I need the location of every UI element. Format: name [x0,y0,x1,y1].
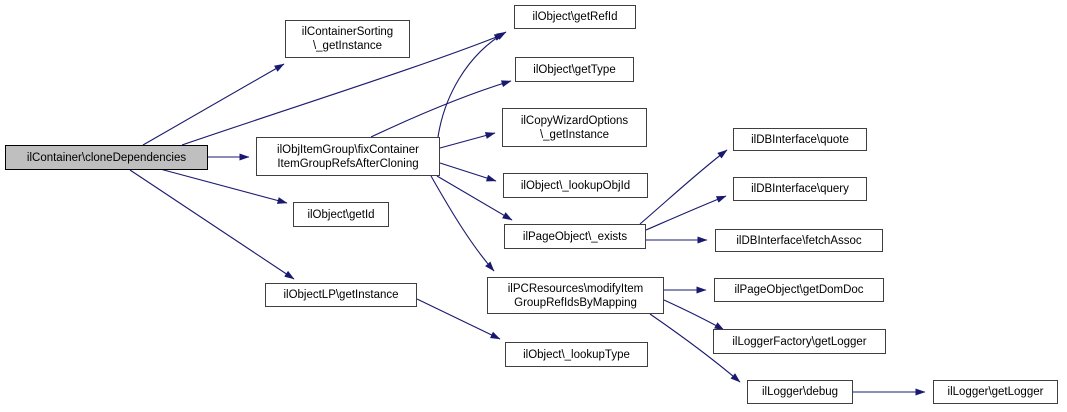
edge-ilObjItemGroup-fixContainerItemGroupRefsAfterCloning--ilCopyWizardOptions-getInstance [439,132,496,149]
node-ilObject-getRefId[interactable]: ilObject\getRefId [514,5,636,29]
node-ilObject-lookupObjId[interactable]: ilObject\_lookupObjId [503,173,648,198]
edge-ilObjItemGroup-fixContainerItemGroupRefsAfterCloning--ilPCResources-modifyItemGroupRefIdsByMapping [430,175,495,272]
node-ilPageObject-getDomDoc[interactable]: ilPageObject\getDomDoc [714,278,884,302]
node-ilObjItemGroup-fixContainerItemGroupRefsAfterCloning[interactable]: ilObjItemGroup\fixContainer ItemGroupRef… [256,137,440,176]
node-ilDBInterface-fetchAssoc[interactable]: ilDBInterface\fetchAssoc [715,229,883,252]
node-ilObjectLP-getInstance[interactable]: ilObjectLP\getInstance [265,283,417,307]
edge-ilObjItemGroup-fixContainerItemGroupRefsAfterCloning--ilObject-getType [370,80,512,138]
node-ilContainer-cloneDependencies[interactable]: ilContainer\cloneDependencies [5,145,208,170]
edge-ilContainer-cloneDependencies--ilContainerSorting-getInstance [142,63,285,146]
node-ilContainerSorting-getInstance[interactable]: ilContainerSorting \_getInstance [285,20,410,58]
edge-ilObjItemGroup-fixContainerItemGroupRefsAfterCloning--ilObject-getRefId [437,31,507,138]
node-ilObject-getType[interactable]: ilObject\getType [515,57,634,82]
edge-ilObjItemGroup-fixContainerItemGroupRefsAfterCloning--ilPageObject-exists [436,175,513,221]
edge-ilObjItemGroup-fixContainerItemGroupRefsAfterCloning--ilObject-lookupObjId [439,162,497,182]
node-ilObject-lookupType[interactable]: ilObject\_lookupType [505,342,648,367]
node-ilObject-getId[interactable]: ilObject\getId [293,202,389,227]
node-ilDBInterface-query[interactable]: ilDBInterface\query [733,177,867,201]
edge-ilPageObject-exists--ilDBInterface-quote [639,149,728,225]
edge-ilContainer-cloneDependencies--ilObjectLP-getInstance [129,169,295,280]
edge-ilPageObject-exists--ilDBInterface-query [645,195,727,231]
node-ilPCResources-modifyItemGroupRefIdsByMapping[interactable]: ilPCResources\modifyItem GroupRefIdsByMa… [487,277,664,314]
node-ilDBInterface-quote[interactable]: ilDBInterface\quote [733,128,867,151]
node-ilCopyWizardOptions-getInstance[interactable]: ilCopyWizardOptions \_getInstance [502,108,647,147]
node-ilLoggerFactory-getLogger[interactable]: ilLoggerFactory\getLogger [713,329,886,354]
node-ilLogger-getLogger[interactable]: ilLogger\getLogger [933,380,1058,404]
node-ilPageObject-exists[interactable]: ilPageObject\_exists [504,224,646,249]
edge-ilPCResources-modifyItemGroupRefIdsByMapping--ilLoggerFactory-getLogger [663,299,725,331]
node-ilLogger-debug[interactable]: ilLogger\debug [747,380,853,404]
